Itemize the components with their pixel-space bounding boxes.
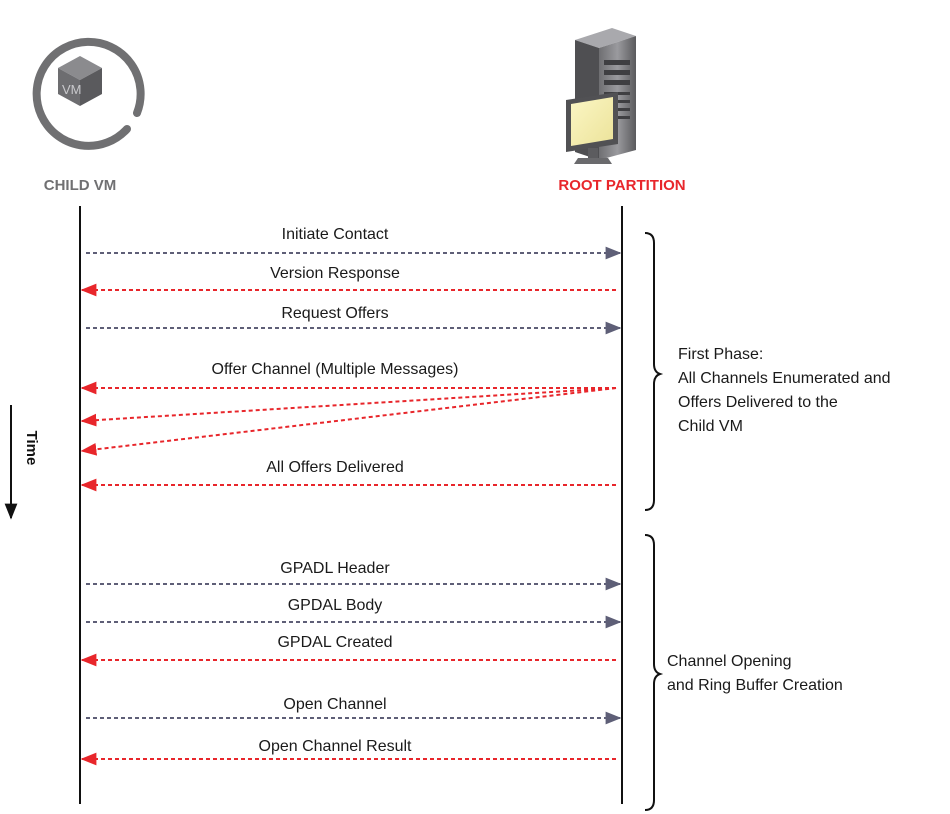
message-label: Open Channel Result [259,738,413,755]
message-label: Offer Channel (Multiple Messages) [212,361,459,378]
phase-description-second: Channel Opening and Ring Buffer Creation [667,653,843,694]
message-label: GPDAL Created [277,634,392,651]
server-tower-icon [566,28,636,164]
phase-line: and Ring Buffer Creation [667,677,843,694]
message-label: All Offers Delivered [266,459,404,476]
message-label: GPDAL Body [288,597,383,614]
message-label: Open Channel [283,696,386,713]
vm-icon-text: VM [62,82,82,97]
message-label: Request Offers [281,305,388,322]
phase-line: Offers Delivered to the [678,394,838,411]
message-label: GPADL Header [280,560,390,577]
vm-cube-icon: VM [32,37,145,150]
message-label: Version Response [270,265,400,282]
phase-description-first: First Phase: All Channels Enumerated and… [678,346,891,435]
time-label: Time [23,431,40,466]
root-partition-label: ROOT PARTITION [558,177,685,194]
phase-line: All Channels Enumerated and [678,370,891,387]
phase-line: First Phase: [678,346,763,363]
phase-brace-first [644,232,664,511]
phase-line: Channel Opening [667,653,792,670]
message-label: Initiate Contact [282,226,389,243]
phase-brace-second [644,534,664,811]
time-axis: Time [4,405,40,520]
child-vm-label: CHILD VM [44,177,117,194]
phase-line: Child VM [678,418,743,435]
message-arrow-offer-channel-2 [80,387,617,427]
message-arrow-offer-channel-3 [80,387,617,456]
